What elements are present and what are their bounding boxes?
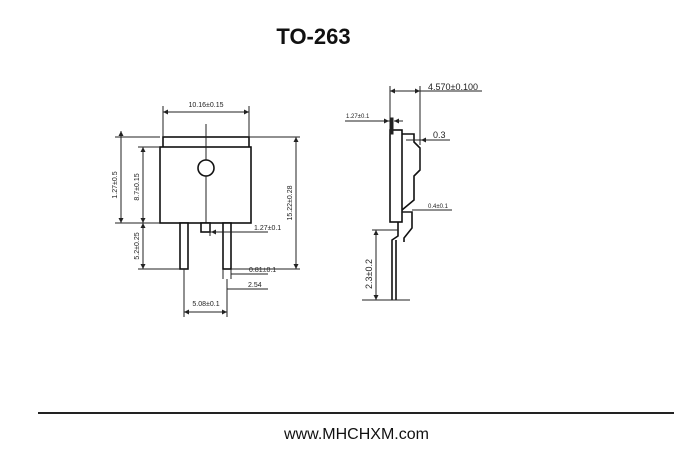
center-stub <box>200 222 211 233</box>
dim-right-total-label: 15.22±0.28 <box>287 185 294 220</box>
side-profile <box>401 133 421 211</box>
dim-left-lead-label: 5.2±0.25 <box>134 232 141 259</box>
dim-lead-span-label: 5.08±0.1 <box>192 301 219 308</box>
side-lead-inner <box>391 222 399 300</box>
lead-right <box>222 222 232 270</box>
side-body <box>389 129 403 223</box>
front-view: 10.16±0.15 1.27±0.5 8.7±0.15 5.2±0.25 15… <box>112 102 300 317</box>
lead-left <box>179 222 189 270</box>
dim-lead-offset-label: 0.3 <box>433 130 446 140</box>
dim-width-top-label: 10.16±0.15 <box>189 102 224 109</box>
dim-thickness-label: 4.570±0.100 <box>428 82 478 92</box>
side-tab <box>389 117 394 135</box>
dim-lead-width-label: 0.81±0.1 <box>249 267 276 274</box>
dim-pitch-label: 2.54 <box>248 282 262 289</box>
footer-divider <box>38 412 674 414</box>
dim-left-outer-label: 1.27±0.5 <box>112 171 119 198</box>
side-lead <box>402 211 413 242</box>
dim-lead-gap-label: 1.27±0.1 <box>254 225 281 232</box>
dim-lead-thickness-label: 0.4±0.1 <box>428 204 449 210</box>
dim-standoff-label: 2.3±0.2 <box>364 259 374 289</box>
dim-left-body-label: 8.7±0.15 <box>134 173 141 200</box>
side-view: 4.570±0.100 1.27±0.1 0.3 0.4±0.1 2.3±0.2 <box>345 82 482 301</box>
page-title: TO-263 <box>276 24 351 49</box>
footer-url: www.MHCHXM.com <box>284 426 429 443</box>
dim-tab-thickness-label: 1.27±0.1 <box>346 114 370 120</box>
mounting-hole <box>197 159 215 177</box>
